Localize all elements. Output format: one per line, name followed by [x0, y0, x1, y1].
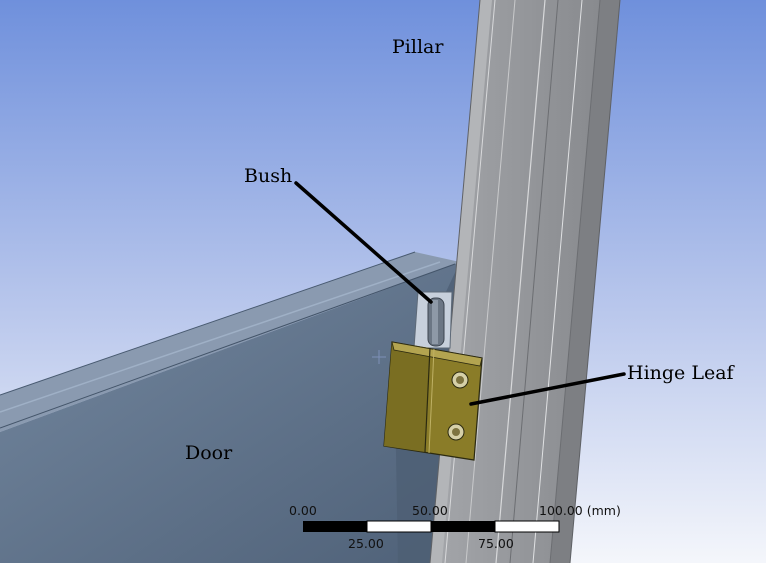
- hinge-leaf-label: Hinge Leaf: [627, 362, 734, 384]
- scale-segment-3: [431, 521, 495, 532]
- scale-segment-4: [494, 520, 560, 533]
- scale-tick-label: 0.00: [289, 503, 317, 518]
- origin-crosshair-icon: [372, 350, 386, 364]
- scale-segment-2: [366, 520, 432, 533]
- scale-tick-label: 50.00: [412, 503, 448, 518]
- scale-segment-1: [303, 521, 367, 532]
- scale-tick-label: 25.00: [348, 536, 384, 551]
- scale-tick-label: 100.00 (mm): [539, 503, 621, 518]
- door-label: Door: [185, 442, 233, 464]
- bush-label: Bush: [244, 165, 293, 187]
- bush-leader-line: [294, 181, 433, 304]
- hinge-leaf-body[interactable]: [383, 341, 483, 461]
- scale-bar: [303, 520, 560, 533]
- scale-tick-label: 75.00: [478, 536, 514, 551]
- hinge-leaf-leader-line: [469, 372, 626, 406]
- pillar-label: Pillar: [392, 36, 444, 58]
- bush-body[interactable]: [413, 291, 453, 349]
